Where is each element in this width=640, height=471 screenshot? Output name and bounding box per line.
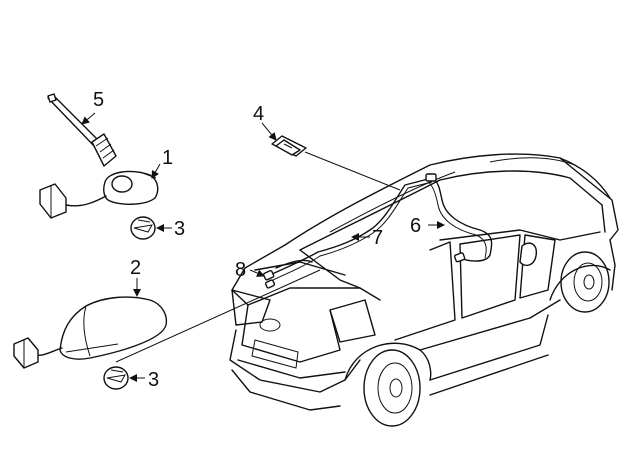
callout-6: 6 (410, 215, 421, 237)
leader-lines (115, 151, 401, 363)
callout-2: 2 (130, 257, 141, 279)
callout-3-lower: 3 (148, 369, 159, 391)
callout-4: 4 (253, 103, 264, 125)
clip-part-upper (130, 216, 156, 240)
shark-fin-antenna-part (13, 296, 168, 369)
clip-part-lower (103, 366, 129, 390)
callout-3-upper: 3 (174, 218, 185, 240)
callout-5: 5 (93, 89, 104, 111)
callout-1: 1 (162, 147, 173, 169)
vehicle-outline (229, 153, 619, 427)
antenna-mast-part (47, 93, 117, 167)
antenna-cable-harness (262, 173, 493, 289)
antenna-bracket-part (271, 135, 307, 157)
callout-8: 8 (235, 259, 246, 281)
callout-arrows (81, 112, 445, 382)
antenna-base-part (39, 170, 159, 219)
callout-7: 7 (372, 227, 383, 249)
